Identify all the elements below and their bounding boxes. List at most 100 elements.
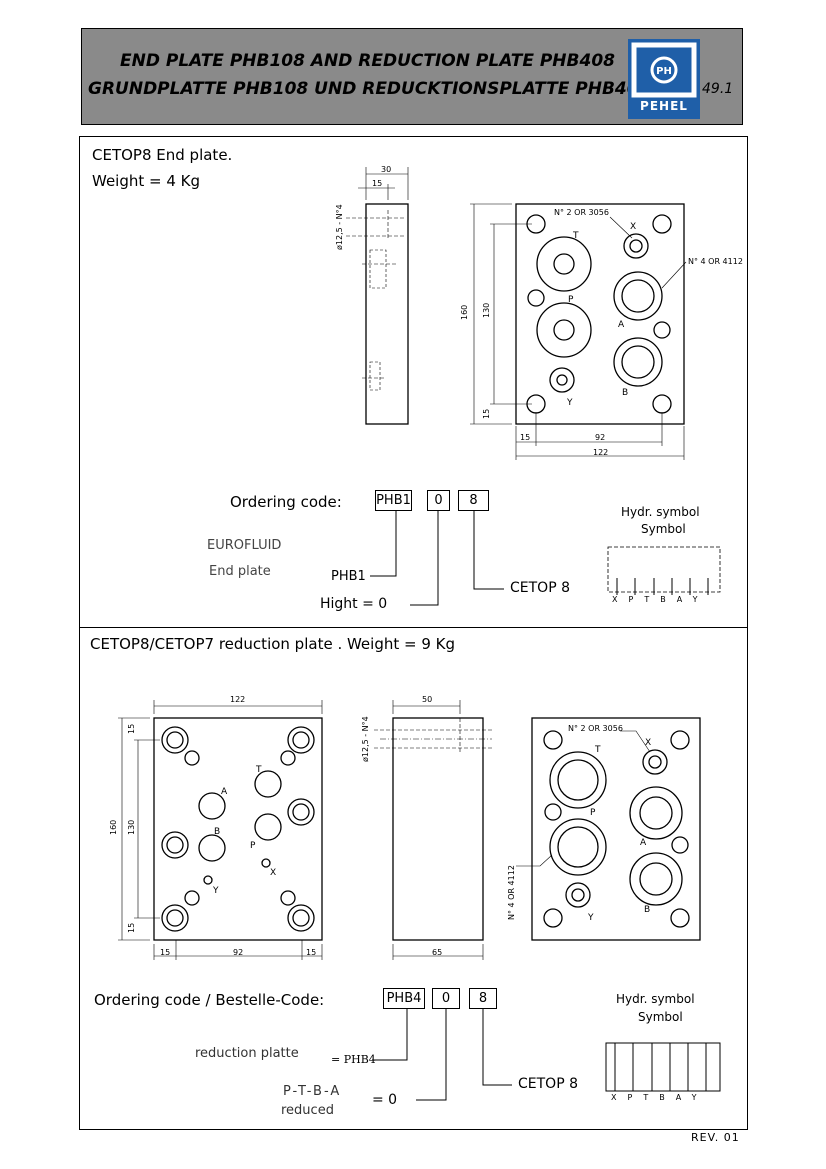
s1-phb1-label: PHB1 xyxy=(331,569,366,584)
s2-eq0-label: = 0 xyxy=(372,1092,398,1108)
s2-dim-160: 160 xyxy=(109,820,118,835)
s2-dim-15-top: 15 xyxy=(127,724,136,734)
s2-left-port-b: B xyxy=(214,827,220,837)
s2-side-dim-50: 50 xyxy=(422,695,432,704)
s2-right-port-b: B xyxy=(644,905,650,915)
s1-note-or4112: N° 4 OR 4112 xyxy=(688,257,743,266)
s2-note-or4112: N° 4 OR 4112 xyxy=(507,865,516,920)
s1-sym-p: P xyxy=(628,595,645,604)
s1-hight-label: Hight = 0 xyxy=(320,596,388,612)
s2-reduced-label: reduced xyxy=(281,1103,334,1118)
s2-ptba-label: P-T-B-A xyxy=(283,1084,342,1099)
s1-sym-y: Y xyxy=(692,595,709,604)
s2-cetop-label: CETOP 8 xyxy=(518,1076,578,1092)
pehel-logo-mark: PH xyxy=(631,42,697,98)
s2-reduction-label: reduction platte xyxy=(195,1046,299,1061)
s1-ordering-leaders xyxy=(370,511,504,606)
pehel-logo: PH PEHEL xyxy=(628,39,700,119)
s2-symbol-ports: XPTBAY xyxy=(611,1093,707,1102)
s1-code-box-3: 8 xyxy=(458,490,489,511)
s2-dim-130: 130 xyxy=(127,820,136,835)
s1-code-box-2: 0 xyxy=(427,490,450,511)
s2-hydraulic-symbol xyxy=(605,1042,721,1092)
s2-note-or3056: N° 2 OR 3056 xyxy=(568,724,623,733)
s2-sym-t: T xyxy=(643,1093,660,1102)
s1-note-or3056: N° 2 OR 3056 xyxy=(554,208,609,217)
logo-wordmark: PEHEL xyxy=(640,99,688,113)
s1-symbol-ports: XPTBAY xyxy=(612,595,708,604)
s2-phb4-label: = PHB4 xyxy=(331,1053,376,1066)
s2-left-port-a: A xyxy=(221,787,228,797)
s2-dim-15-right: 15 xyxy=(306,948,316,957)
s2-ordering-label: Ordering code / Bestelle-Code: xyxy=(94,991,325,1009)
s2-dim-15-bottom: 15 xyxy=(127,923,136,933)
s1-ordering-label: Ordering code: xyxy=(230,493,342,511)
logo-badge-text: PH xyxy=(656,66,672,77)
s2-dim-92: 92 xyxy=(233,948,243,957)
s2-right-port-t: T xyxy=(594,745,601,755)
s1-dim-92: 92 xyxy=(595,433,605,442)
s2-right-port-y: Y xyxy=(587,913,594,923)
revision-label: REV. 01 xyxy=(691,1131,740,1144)
s2-sym-b: B xyxy=(659,1093,676,1102)
s1-dim-130: 130 xyxy=(482,303,491,318)
s1-dim-160: 160 xyxy=(460,305,469,320)
s2-side-view xyxy=(374,700,492,960)
s1-side-view xyxy=(346,167,409,425)
s2-symbol-subtitle: Symbol xyxy=(638,1010,683,1024)
s2-right-view xyxy=(516,717,701,941)
s2-sym-p: P xyxy=(627,1093,644,1102)
s2-sym-y: Y xyxy=(691,1093,708,1102)
s2-left-port-t: T xyxy=(255,765,262,775)
section2-title: CETOP8/CETOP7 reduction plate . Weight =… xyxy=(90,635,456,653)
s1-sym-b: B xyxy=(660,595,677,604)
s2-ordering-leaders xyxy=(372,1009,512,1101)
s2-left-port-y: Y xyxy=(212,886,219,896)
s2-left-port-x: X xyxy=(270,868,276,878)
s1-eurofluid: EUROFLUID xyxy=(207,538,282,553)
title-line-2: GRUNDPLATTE PHB108 UND REDUCKTIONSPLATTE… xyxy=(88,79,651,99)
s1-port-a: A xyxy=(618,320,625,330)
s1-sym-x: X xyxy=(612,595,629,604)
s2-dim-15-left: 15 xyxy=(160,948,170,957)
s2-right-port-p: P xyxy=(590,808,596,818)
s1-port-b: B xyxy=(622,388,628,398)
reduction-plate-panel xyxy=(79,627,748,1130)
s1-port-y: Y xyxy=(566,398,573,408)
s1-hydraulic-symbol xyxy=(607,546,721,595)
s1-symbol-title: Hydr. symbol xyxy=(621,505,700,519)
s2-symbol-title: Hydr. symbol xyxy=(616,992,695,1006)
s2-dim-122: 122 xyxy=(230,695,245,704)
s2-side-dim-65: 65 xyxy=(432,948,442,957)
s1-dim-122: 122 xyxy=(593,448,608,457)
s2-code-box-3: 8 xyxy=(469,988,497,1009)
s1-cetop-label: CETOP 8 xyxy=(510,580,570,596)
s2-right-port-a: A xyxy=(640,838,647,848)
s1-sym-a: A xyxy=(676,595,693,604)
s2-sym-x: X xyxy=(611,1093,628,1102)
s1-end-plate: End plate xyxy=(209,564,271,579)
s2-right-port-x: X xyxy=(645,738,651,748)
s1-front-view xyxy=(470,203,687,460)
s2-sym-a: A xyxy=(675,1093,692,1102)
s2-code-box-1: PHB4 xyxy=(383,988,425,1009)
s1-sym-t: T xyxy=(644,595,661,604)
s1-port-t: T xyxy=(572,231,579,241)
section1-weight: Weight = 4 Kg xyxy=(92,172,201,190)
s2-left-view xyxy=(118,700,323,960)
s1-dim-15h: 15 xyxy=(520,433,530,442)
s1-port-x: X xyxy=(630,222,636,232)
s2-left-port-p: P xyxy=(250,841,256,851)
s1-dim-15v: 15 xyxy=(482,409,491,419)
s1-code-box-1: PHB1 xyxy=(375,490,412,511)
s1-symbol-subtitle: Symbol xyxy=(641,522,686,536)
page-number: 49.1 xyxy=(702,81,734,97)
s1-dim-bore: ø12,5 - N°4 xyxy=(335,204,344,250)
s1-dim-30: 30 xyxy=(381,165,391,174)
s1-port-p: P xyxy=(568,295,574,305)
s1-dim-15: 15 xyxy=(372,179,382,188)
title-banner: END PLATE PHB108 AND REDUCTION PLATE PHB… xyxy=(81,28,743,125)
section1-title: CETOP8 End plate. xyxy=(92,146,233,164)
title-line-1: END PLATE PHB108 AND REDUCTION PLATE PHB… xyxy=(120,51,615,71)
